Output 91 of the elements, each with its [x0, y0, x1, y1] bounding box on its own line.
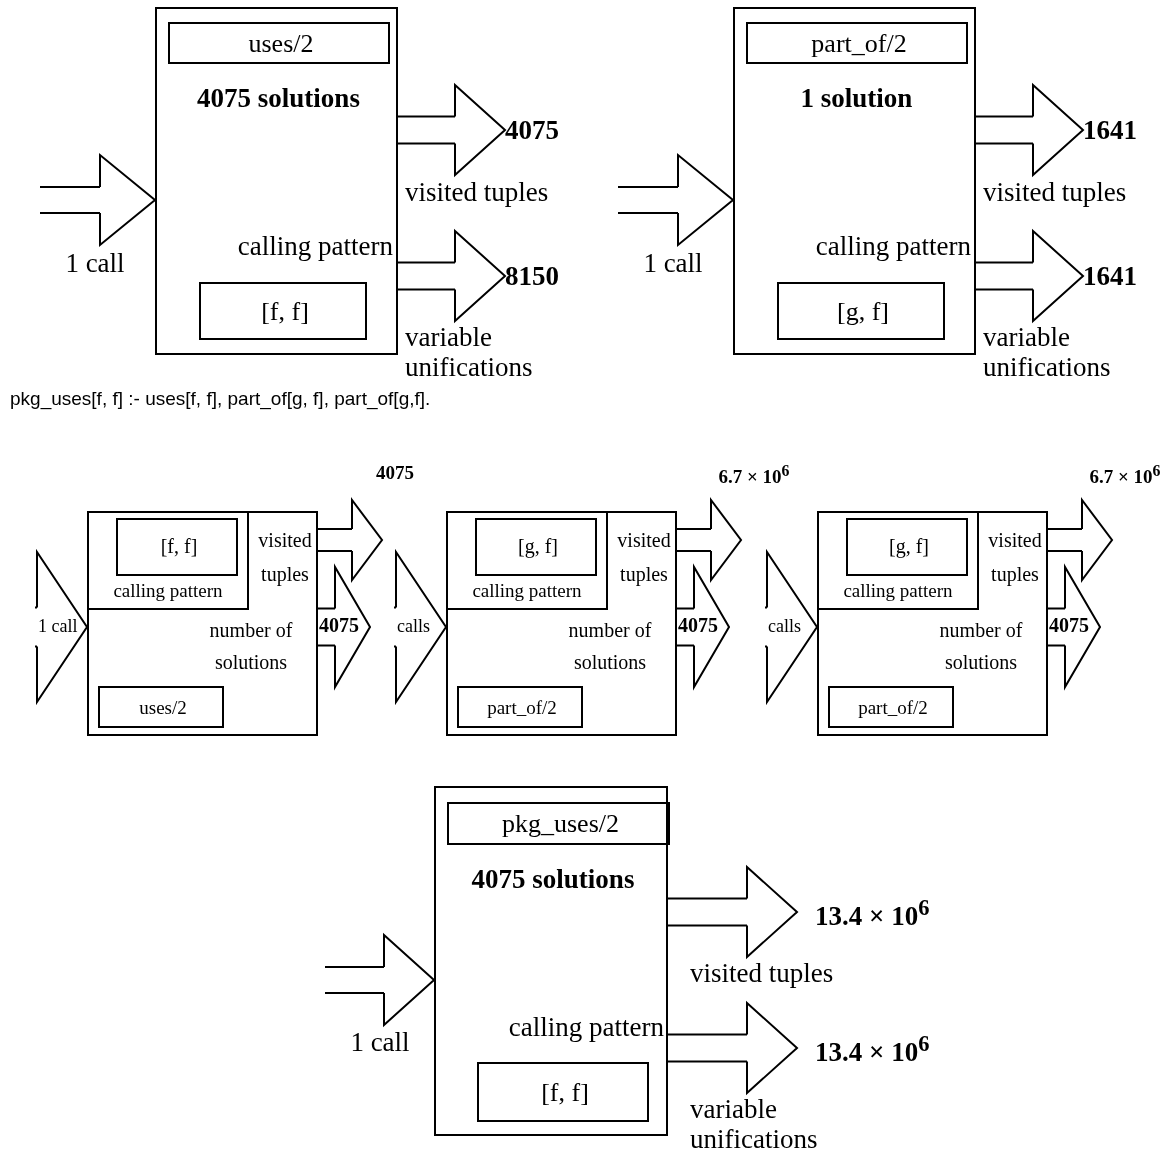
predicate-box	[434, 786, 668, 1136]
edge-label: variable unifications	[983, 322, 1112, 382]
box-text: [f, f]	[159, 535, 199, 558]
pattern-panel	[819, 513, 979, 610]
block-arrow	[667, 1002, 798, 1094]
block-arrow	[1047, 566, 1101, 688]
pattern-box	[477, 1062, 649, 1122]
block-arrow	[975, 230, 1084, 322]
box-text: [g, f]	[888, 535, 930, 558]
block-arrow	[393, 551, 447, 703]
edge-label: 1 call	[64, 248, 126, 280]
edge-label: variable unifications	[405, 322, 534, 382]
box-text: calling pattern	[507, 1012, 664, 1044]
edge-label: variable unifications	[690, 1094, 819, 1154]
block-arrow	[317, 499, 383, 581]
box-text: calling pattern	[842, 580, 954, 602]
pattern-panel	[448, 513, 608, 610]
box-text: [g, f]	[517, 535, 559, 558]
block-arrow	[317, 566, 371, 688]
edge-label: visited tuples	[405, 177, 550, 209]
box-text: [g, f]	[836, 297, 890, 327]
edge-label: 4075	[678, 614, 719, 637]
count-value: 1641	[1083, 113, 1163, 147]
block-arrow	[764, 551, 818, 703]
block-arrow	[676, 499, 742, 581]
box-text: number of solutions	[938, 618, 1024, 675]
pattern-box	[199, 282, 367, 340]
block-arrow	[397, 230, 506, 322]
box-text: calling pattern	[112, 580, 224, 602]
predicate-name-box	[168, 22, 390, 64]
edge-label: 4075	[375, 462, 415, 484]
box-text: calling pattern	[814, 231, 971, 263]
box-text: 4075 solutions	[470, 864, 636, 896]
predicate-name-box	[457, 686, 583, 728]
block-arrow	[667, 866, 798, 958]
block-arrow	[324, 934, 435, 1026]
box-text: number of solutions	[567, 618, 653, 675]
box-text: calling pattern	[236, 231, 393, 263]
box-text: part_of/2	[857, 697, 929, 719]
box-text: part_of/2	[810, 29, 908, 59]
count-value: 1641	[1083, 259, 1163, 293]
box-text: uses/2	[138, 697, 188, 719]
pattern-panel	[89, 513, 249, 610]
pattern-box	[846, 518, 968, 576]
box-text: visited tuples	[987, 528, 1043, 588]
predicate-name-box	[98, 686, 224, 728]
box-text: calling pattern	[471, 580, 583, 602]
predicate-name-box	[746, 22, 968, 64]
edge-label: calls	[768, 616, 802, 637]
block-arrow	[1047, 499, 1113, 581]
count-value: 13.4 × 10$^{6}$	[797, 1029, 972, 1069]
box-text: part_of/2	[486, 697, 558, 719]
box-text: uses/2	[247, 29, 315, 59]
box-text: visited tuples	[257, 528, 313, 588]
pattern-box	[475, 518, 597, 576]
count-value: 4075	[505, 113, 585, 147]
edge-label: 1 call	[642, 248, 704, 280]
count-value: 8150	[505, 259, 585, 293]
block-arrow	[617, 154, 734, 246]
edge-label: visited tuples	[983, 177, 1128, 209]
box-text: pkg_uses/2	[501, 809, 620, 839]
box-text: 1 solution	[799, 83, 914, 115]
predicate-name-box	[828, 686, 954, 728]
edge-label: 1 call	[38, 616, 79, 637]
block-arrow	[676, 566, 730, 688]
box-text: [f, f]	[260, 297, 310, 327]
rule-text: pkg_uses[f, f] :- uses[f, f], part_of[g, f], part_of[g,f].	[10, 388, 432, 410]
block-arrow	[397, 84, 506, 176]
edge-label: 4075	[319, 614, 360, 637]
predicate-box	[155, 7, 398, 355]
pattern-box	[116, 518, 238, 576]
edge-label: visited tuples	[690, 958, 835, 990]
box-text: 4075 solutions	[196, 83, 361, 115]
count-value: 13.4 × 10$^{6}$	[797, 893, 972, 933]
pattern-box	[777, 282, 945, 340]
box-text: number of solutions	[208, 618, 294, 675]
block-arrow	[34, 551, 88, 703]
edge-label: calls	[397, 616, 431, 637]
block-arrow	[39, 154, 156, 246]
edge-label: 4075	[1049, 614, 1090, 637]
edge-label: 1 call	[349, 1027, 411, 1059]
edge-label: 6.7 × 10$^{6}$	[717, 462, 791, 489]
box-text: visited tuples	[616, 528, 672, 588]
predicate-name-box	[447, 802, 670, 845]
edge-label: 6.7 × 10$^{6}$	[1088, 462, 1162, 489]
block-arrow	[975, 84, 1084, 176]
predicate-box	[733, 7, 976, 355]
box-text: [f, f]	[540, 1078, 590, 1108]
predicate-box	[87, 511, 318, 736]
predicate-box	[817, 511, 1048, 736]
predicate-box	[446, 511, 677, 736]
